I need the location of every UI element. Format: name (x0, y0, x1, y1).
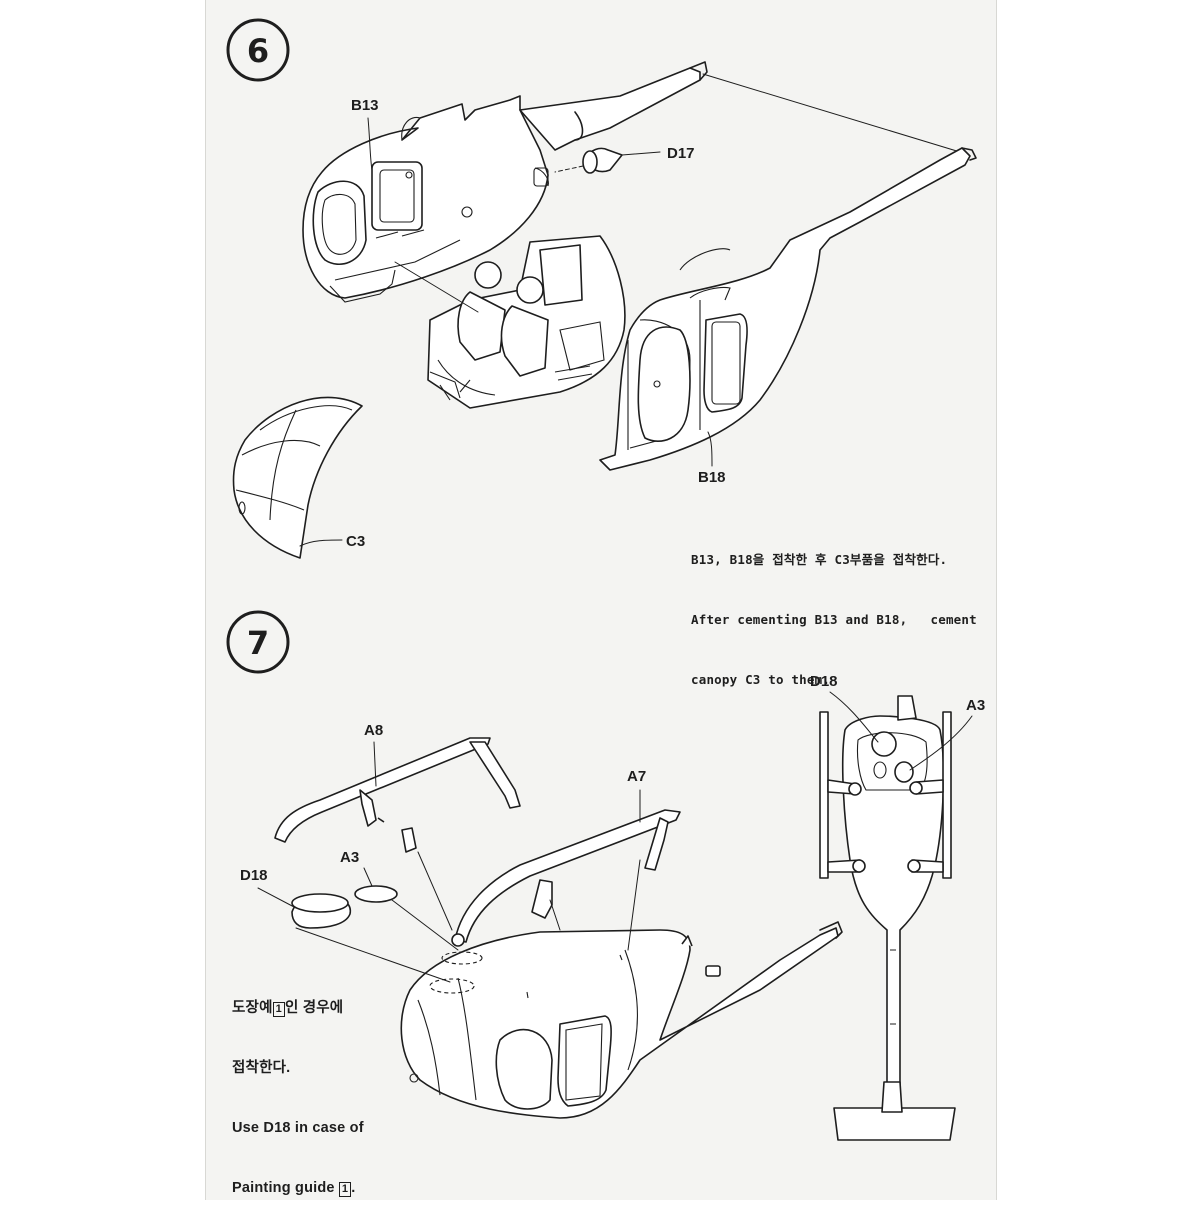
part-b18-right-fuselage (599, 147, 977, 471)
step-6-note-english-1: After cementing B13 and B18, cement (691, 612, 977, 627)
part-d17-exhaust (554, 147, 661, 174)
label-b13: B13 (351, 97, 379, 114)
part-a3-panel (354, 885, 398, 903)
step-6-note-korean: B13, B18을 접착한 후 C3부품을 접착한다. (691, 552, 948, 567)
label-c3: C3 (346, 533, 365, 550)
label-a8: A8 (364, 722, 383, 739)
step-6-number: 6 (247, 32, 269, 70)
guide-ref-box: 1 (272, 1002, 285, 1017)
part-a7-landing-skid (451, 809, 681, 947)
part-a8-landing-skid (274, 737, 521, 853)
label-b18: B18 (698, 469, 726, 486)
label-d18: D18 (240, 867, 268, 884)
part-d18-cover (291, 893, 352, 929)
part-b13-left-fuselage (302, 61, 708, 303)
step-7-note-english-1: Use D18 in case of (232, 1120, 364, 1136)
label-a7: A7 (627, 768, 646, 785)
label-a3: A3 (340, 849, 359, 866)
step-6-note: B13, B18을 접착한 후 C3부품을 접착한다. After cement… (691, 510, 977, 710)
part-c3-canopy (232, 396, 363, 559)
step-6-note-english-2: canopy C3 to them. (691, 672, 831, 687)
step-7-badge: 7 (226, 610, 290, 674)
guide-ref-box-2: 1 (338, 1182, 352, 1197)
label-top-a3: A3 (966, 697, 985, 714)
top-view-helicopter (819, 695, 956, 1141)
cockpit-interior-with-pilots (427, 235, 626, 409)
step-7-note-english-2: Painting guide 1. (232, 1180, 356, 1197)
label-d17: D17 (667, 145, 695, 162)
label-top-d18: D18 (810, 673, 838, 690)
step-6-badge: 6 (226, 18, 290, 82)
step-7-note-korean-2: 접착한다. (232, 1060, 291, 1076)
step-7-number: 7 (247, 624, 269, 662)
assembled-fuselage (400, 921, 843, 1119)
